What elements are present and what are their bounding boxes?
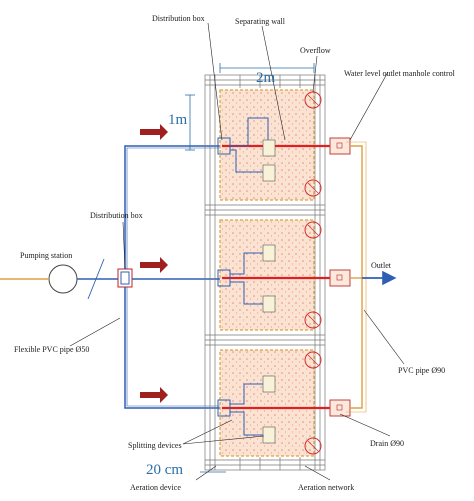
dimension-height xyxy=(185,94,195,151)
pumping-station xyxy=(0,258,118,300)
arrow-top xyxy=(140,124,168,140)
distribution-box-left xyxy=(117,268,133,288)
label-aeration-network: Aeration network xyxy=(298,483,354,492)
filter-bed-top xyxy=(217,89,330,201)
label-aeration-device: Aeration device xyxy=(130,483,181,492)
filter-bed-bottom xyxy=(217,349,330,457)
inlet-pipes xyxy=(124,145,220,409)
label-flexible-pvc-pipe: Flexible PVC pipe Ø50 xyxy=(14,345,89,354)
outlet-manholes xyxy=(329,137,351,417)
label-distribution-box-left: Distribution box xyxy=(90,211,143,220)
filter-bed-middle xyxy=(217,219,330,331)
label-outlet: Outlet xyxy=(371,261,392,270)
dimension-width xyxy=(219,63,315,73)
lattice-frame xyxy=(204,74,326,471)
label-distribution-box-top: Distribution box xyxy=(152,14,205,23)
label-water-level-control: Water level outlet manhole control xyxy=(344,69,456,78)
arrow-middle xyxy=(140,257,168,273)
arrow-bottom xyxy=(140,387,168,403)
leader-lines xyxy=(69,22,405,481)
label-drain: Drain Ø90 xyxy=(370,439,404,448)
outlet-pipes xyxy=(346,141,367,413)
dimension-width-label: 2m xyxy=(256,70,276,86)
label-pvc-pipe: PVC pipe Ø90 xyxy=(398,366,445,375)
label-separating-wall: Separating wall xyxy=(235,17,286,26)
label-overflow: Overflow xyxy=(300,46,331,55)
label-pumping-station: Pumping station xyxy=(20,251,72,260)
label-splitting-devices: Splitting devices xyxy=(128,441,182,450)
dimension-wall-label: 20 cm xyxy=(146,462,183,478)
inflow-arrows xyxy=(140,124,168,403)
dimension-height-label: 1m xyxy=(168,112,188,128)
